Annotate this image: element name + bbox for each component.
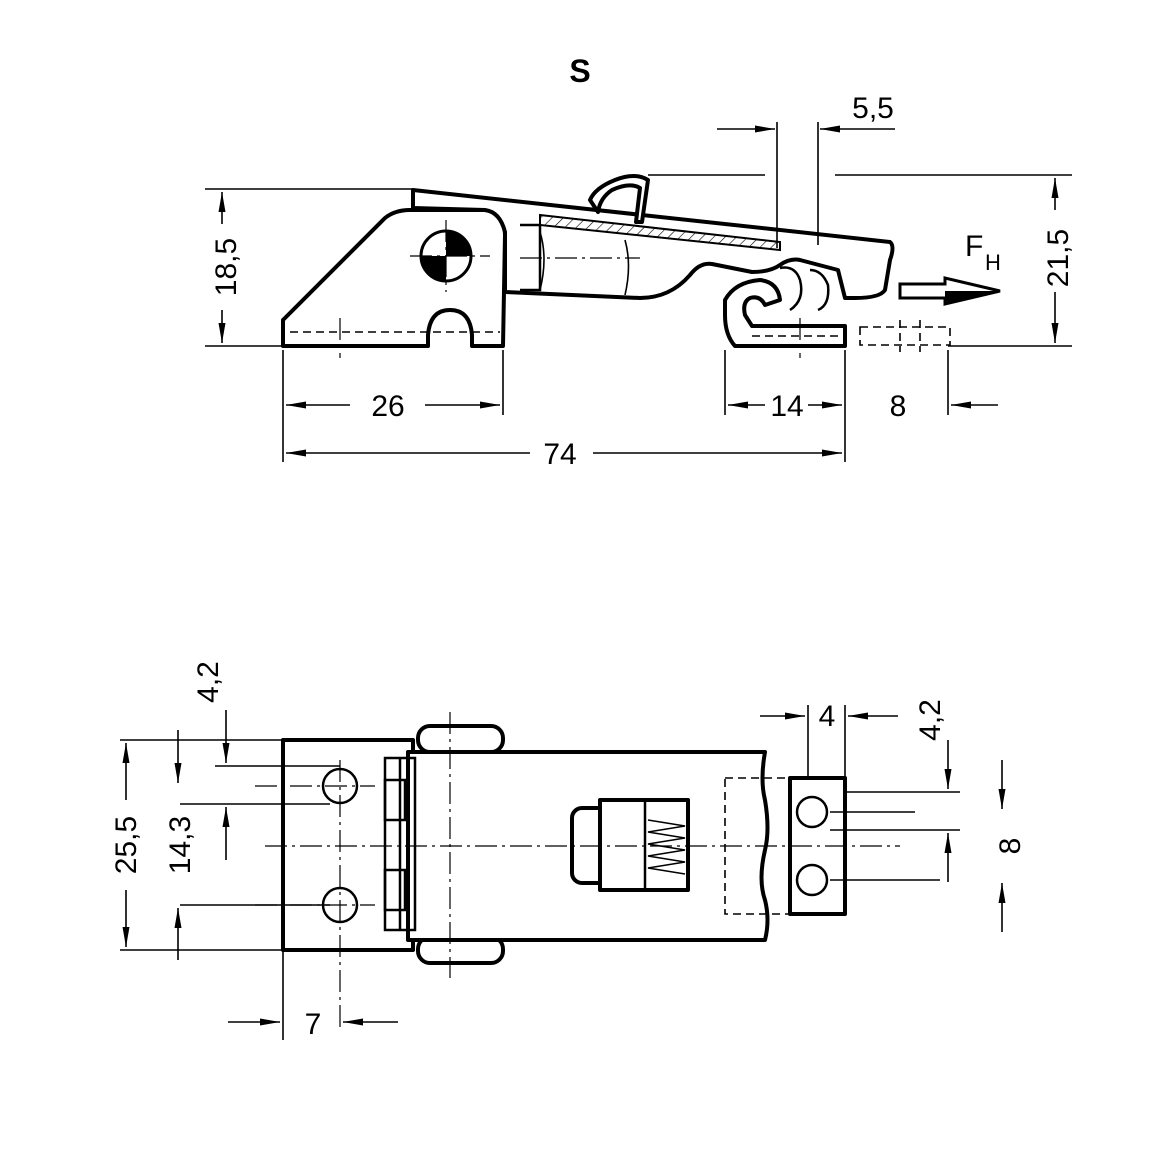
- pivot-center-mark: [410, 220, 490, 292]
- latch-lever: [411, 188, 895, 300]
- release-button: [570, 798, 690, 892]
- latch-hook-tip: [779, 266, 830, 312]
- dim-base-length: 26: [371, 390, 404, 423]
- view-label: S: [569, 53, 590, 89]
- dim-catch-hole-spacing: 8: [994, 838, 1027, 855]
- dim-catch-length: 14: [770, 390, 803, 423]
- top-view: 25,5 14,3 4,2 7 4 4,2 8: [110, 661, 1027, 1041]
- dim-catch-offset: 8: [890, 390, 907, 423]
- dim-height-left: 18,5: [210, 238, 243, 296]
- dim-catch-width: 4: [819, 700, 836, 733]
- handle-hook: [588, 174, 650, 224]
- force-arrow: [898, 276, 1001, 306]
- lever-section-hatch: [539, 213, 781, 252]
- hinge-pin: [383, 756, 417, 932]
- side-view: F H 18,5 21,5 5,5 26 14: [205, 92, 1075, 471]
- hinge-lug-top: [416, 724, 505, 754]
- dim-hole-spacing: 14,3: [164, 816, 197, 874]
- catch-hole-bottom: [795, 863, 829, 897]
- force-label-subscript: H: [985, 250, 1001, 275]
- dim-catch-hole-offset: 4,2: [914, 699, 947, 741]
- force-label: F: [965, 230, 983, 263]
- dim-hole-x-offset: 7: [305, 1008, 322, 1041]
- catch-hole-top: [795, 795, 829, 829]
- dim-height-right: 21,5: [1042, 229, 1075, 287]
- spring-housing-inner: [539, 231, 630, 296]
- latch-base-plate: [281, 208, 507, 348]
- dim-width-overall: 25,5: [110, 816, 143, 874]
- top-base-plate: [281, 738, 415, 952]
- dim-overall-length: 74: [543, 438, 576, 471]
- dim-gap-top: 5,5: [852, 92, 894, 125]
- dim-hole-edge-offset: 4,2: [192, 661, 225, 703]
- alt-catch-position: [859, 320, 951, 352]
- catch-plate: [723, 278, 847, 348]
